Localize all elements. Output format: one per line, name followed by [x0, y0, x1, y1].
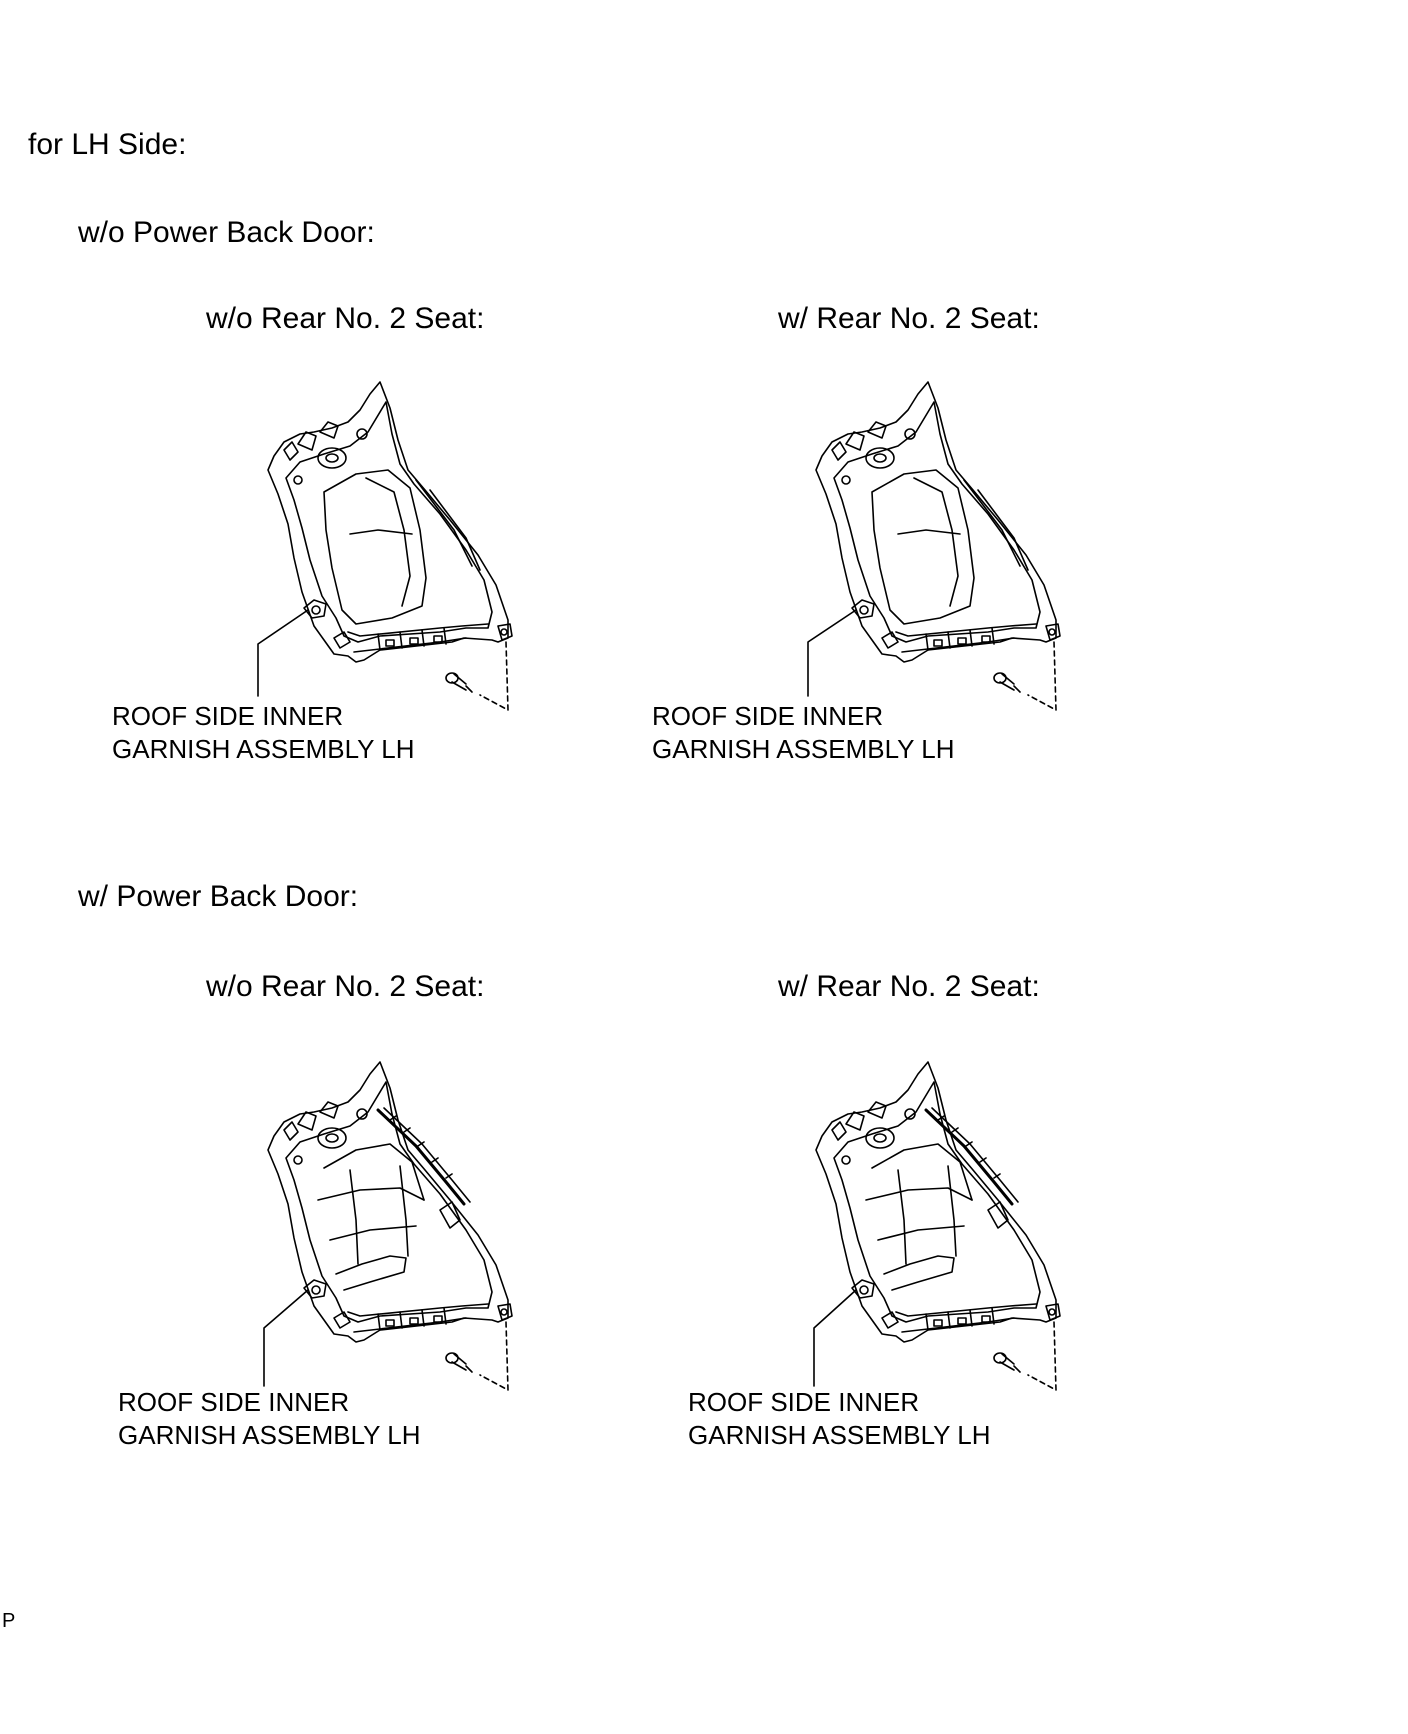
part-label: ROOF SIDE INNER GARNISH ASSEMBLY LH	[652, 700, 954, 766]
section-title-with-power-back-door: w/ Power Back Door:	[78, 880, 359, 913]
part-label-line1: ROOF SIDE INNER	[688, 1387, 920, 1417]
part-label-line2: GARNISH ASSEMBLY LH	[112, 734, 415, 764]
figure-reference: P	[2, 1610, 16, 1632]
part-label: ROOF SIDE INNER GARNISH ASSEMBLY LH	[118, 1386, 420, 1452]
variant-title-without-rear-no2-seat: w/o Rear No. 2 Seat:	[206, 302, 485, 335]
part-label-line1: ROOF SIDE INNER	[118, 1387, 350, 1417]
variant-title-with-rear-no2-seat: w/ Rear No. 2 Seat:	[778, 970, 1040, 1003]
part-label-line1: ROOF SIDE INNER	[112, 701, 344, 731]
part-label-line2: GARNISH ASSEMBLY LH	[688, 1420, 991, 1450]
part-label-line2: GARNISH ASSEMBLY LH	[652, 734, 955, 764]
variant-title-with-rear-no2-seat: w/ Rear No. 2 Seat:	[778, 302, 1040, 335]
garnish-assembly-illustration	[240, 1050, 560, 1400]
variant-title-without-rear-no2-seat: w/o Rear No. 2 Seat:	[206, 970, 485, 1003]
part-label-line2: GARNISH ASSEMBLY LH	[118, 1420, 421, 1450]
section-title-without-power-back-door: w/o Power Back Door:	[78, 216, 375, 249]
part-label: ROOF SIDE INNER GARNISH ASSEMBLY LH	[112, 700, 414, 766]
page-heading: for LH Side:	[28, 128, 187, 161]
garnish-assembly-illustration	[788, 1050, 1108, 1400]
garnish-assembly-illustration	[788, 370, 1108, 720]
part-label: ROOF SIDE INNER GARNISH ASSEMBLY LH	[688, 1386, 990, 1452]
part-label-line1: ROOF SIDE INNER	[652, 701, 884, 731]
clip-icon	[446, 1353, 472, 1372]
garnish-assembly-illustration	[240, 370, 560, 720]
clip-icon	[994, 673, 1020, 692]
clip-icon	[446, 673, 472, 692]
clip-icon	[994, 1353, 1020, 1372]
